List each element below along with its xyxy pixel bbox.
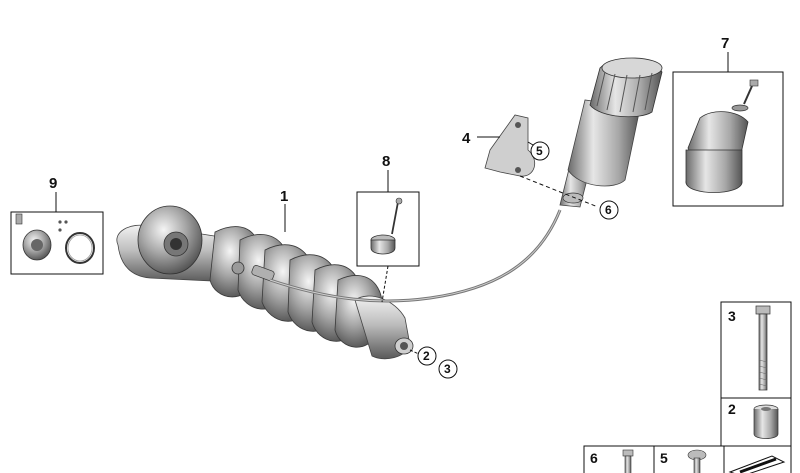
- callout-6-circle: 6: [599, 200, 619, 220]
- legend-spacer-2: [753, 404, 779, 439]
- shock-absorber: [116, 205, 414, 360]
- box-8: [356, 191, 420, 267]
- seal-kit-detail: [15, 213, 95, 264]
- callout-2-circle: 2: [417, 346, 437, 366]
- preload-adjuster: [559, 57, 663, 208]
- callout-4: 4: [462, 130, 471, 147]
- legend-bolt-3: [755, 305, 771, 391]
- legend-number-2: 2: [728, 401, 736, 417]
- legend-grid: [583, 301, 792, 473]
- callout-1: 1: [280, 188, 288, 205]
- callout-8: 8: [382, 153, 390, 170]
- callout-5-circle: 5: [530, 141, 550, 161]
- legend-screw-5: [687, 449, 707, 473]
- legend-symbol: [728, 455, 786, 473]
- bleed-screw-detail: [370, 197, 403, 255]
- legend-number-5: 5: [660, 450, 668, 466]
- callout-9: 9: [49, 175, 57, 192]
- legend-number-6: 6: [590, 450, 598, 466]
- legend-screw-6: [622, 449, 634, 473]
- legend-number-3: 3: [728, 308, 736, 324]
- callout-3-circle: 3: [438, 359, 458, 379]
- spring-coils: [209, 226, 383, 348]
- adjuster-knob-detail: [685, 79, 759, 193]
- callout-3: 3: [444, 362, 451, 376]
- callout-6: 6: [605, 203, 612, 217]
- callout-2: 2: [423, 349, 430, 363]
- mounting-bracket: [484, 114, 536, 177]
- callout-5: 5: [536, 144, 543, 158]
- callout-7: 7: [721, 35, 729, 52]
